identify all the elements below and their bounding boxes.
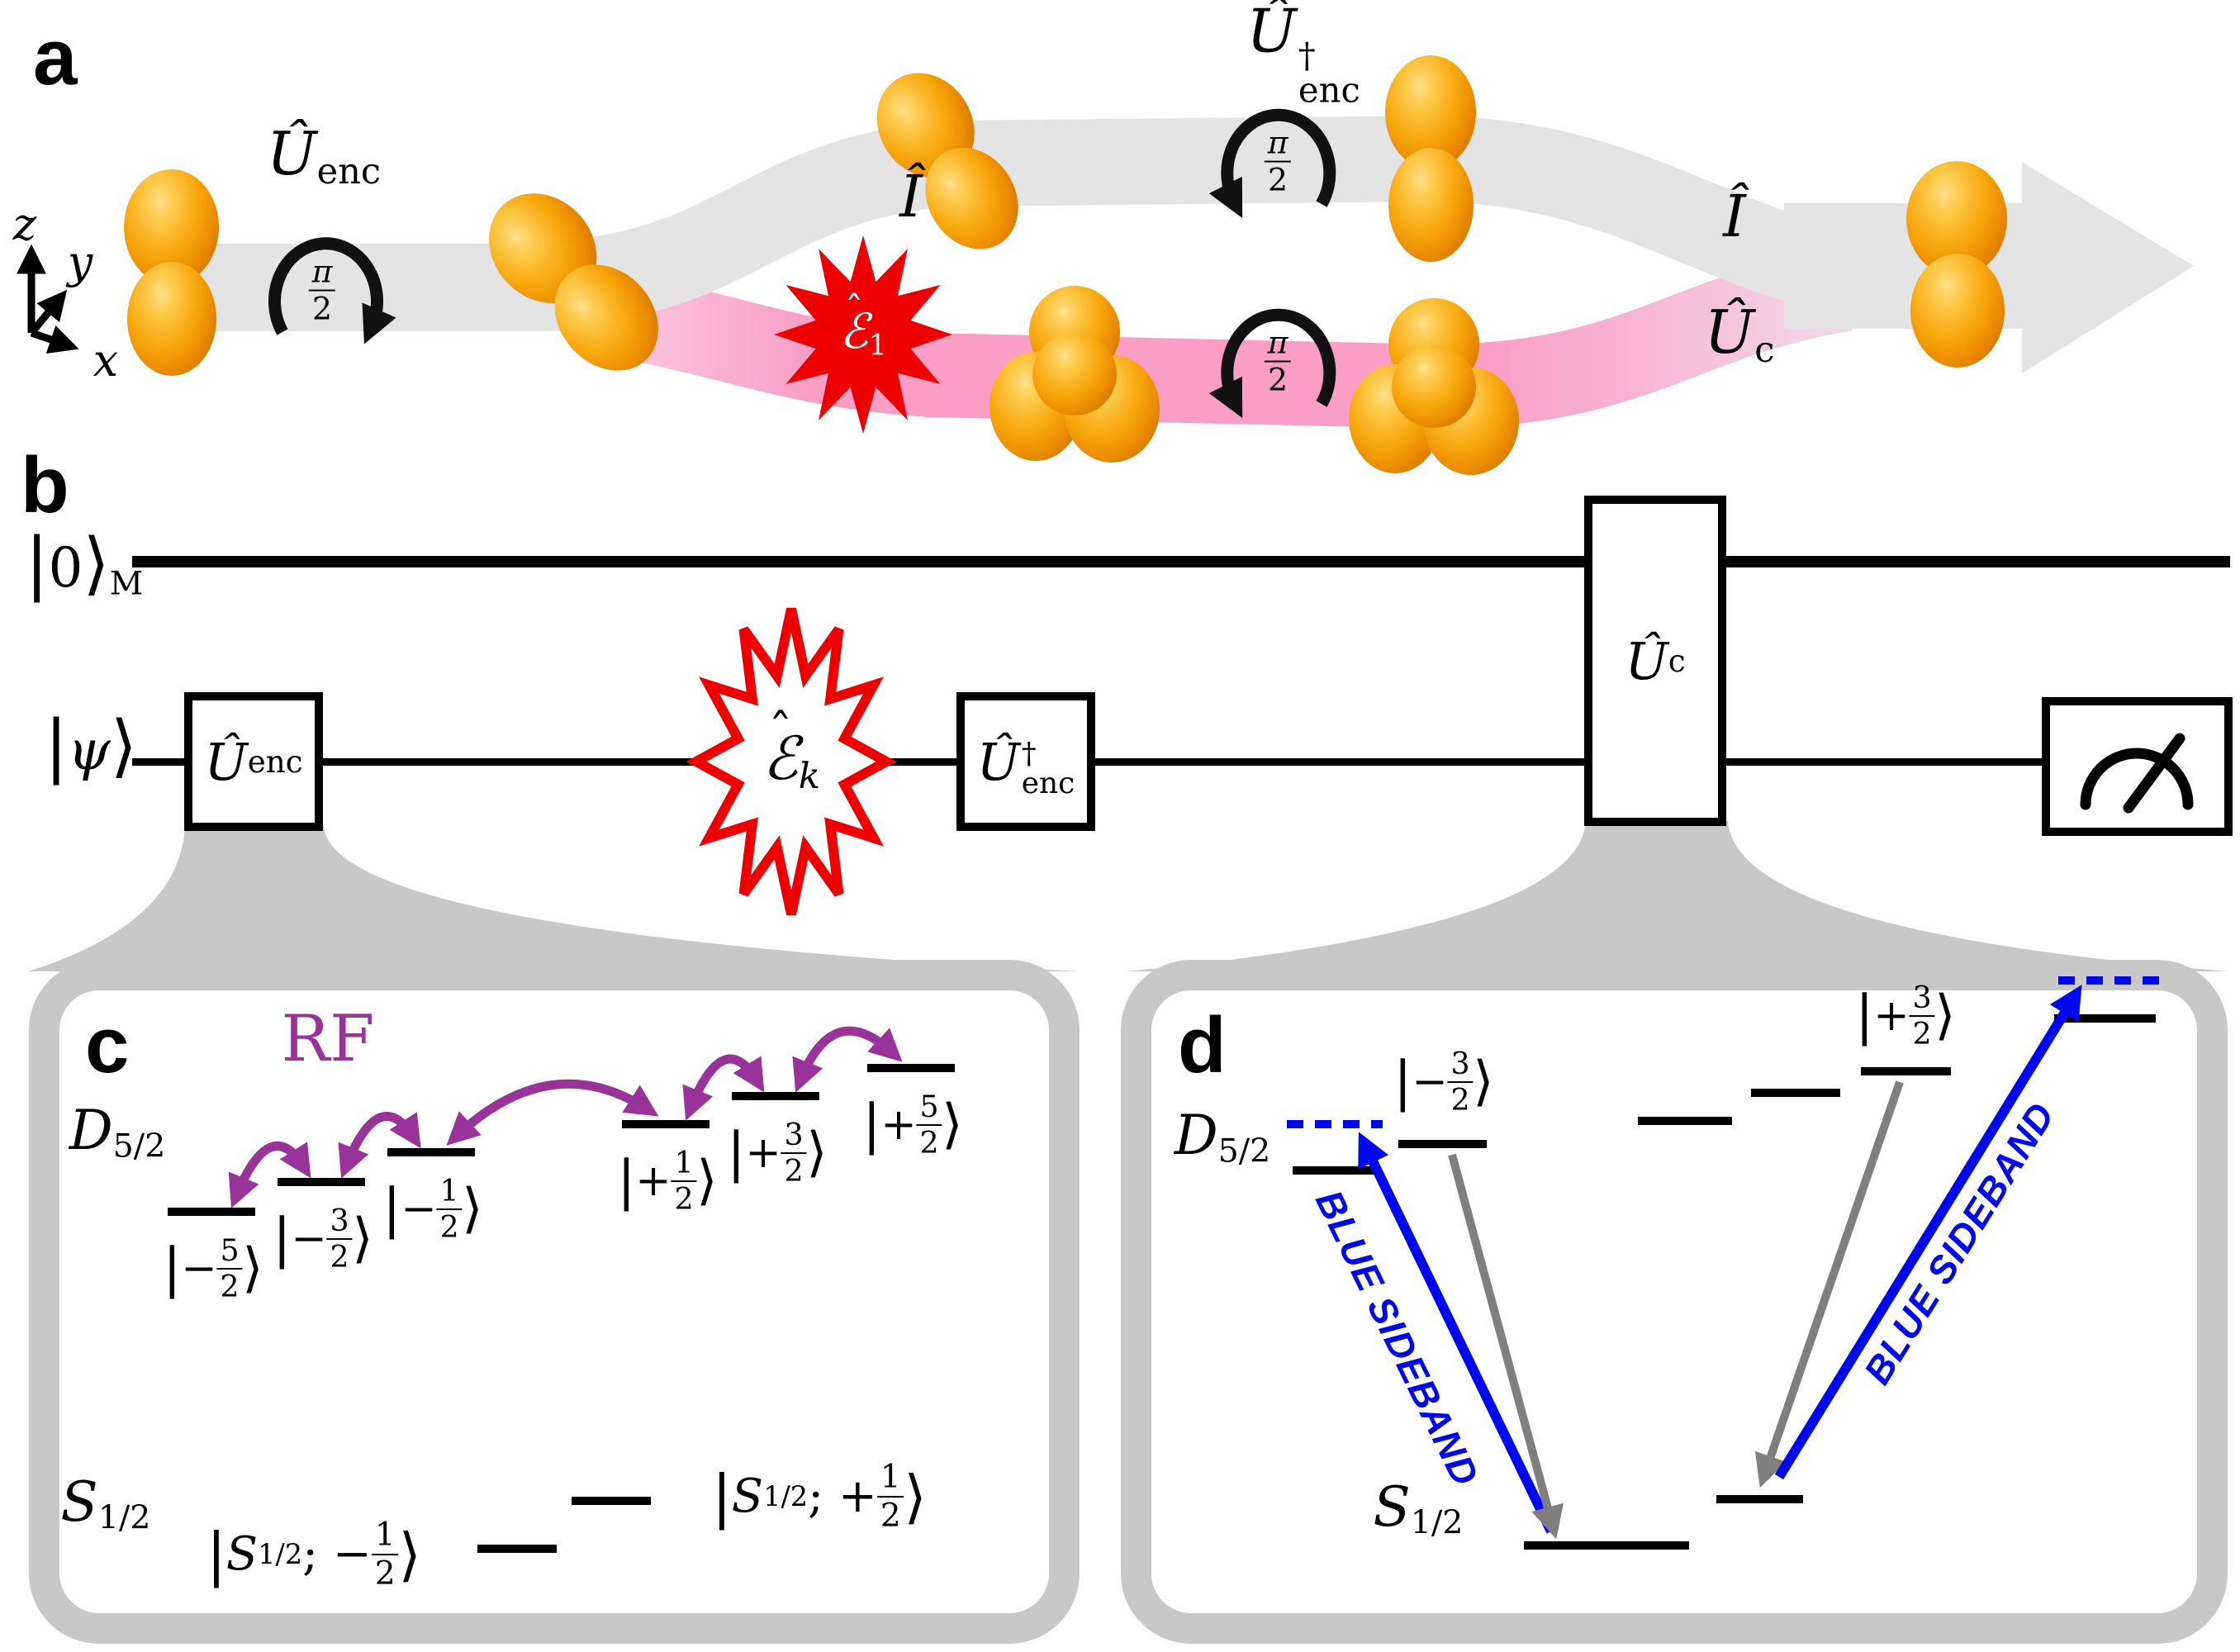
blue-sideband-arrow-right <box>1774 985 2082 1480</box>
spin-state-blob-initial <box>124 169 219 376</box>
error-star-a-icon <box>774 235 952 434</box>
rotation-arrow-cw-icon <box>268 237 396 344</box>
energy-level-d-1 <box>1293 1166 1379 1175</box>
energy-level-d-3 <box>1638 1117 1732 1125</box>
identity-label-top: Î <box>899 163 923 230</box>
energy-level-c-m52 <box>168 1208 255 1216</box>
energy-level-d-4 <box>1751 1089 1840 1097</box>
energy-level-c-p32 <box>732 1092 819 1100</box>
s-manifold-label-c: S1/2 <box>60 1469 151 1537</box>
callout-funnel-d <box>1125 821 2228 971</box>
rotation-arrow-ccw-bottom-icon <box>1208 308 1336 419</box>
panel-d-label: d <box>1178 1001 1227 1089</box>
virtual-level-dashed-left <box>1287 1120 1383 1128</box>
energy-level-c-p52 <box>867 1064 955 1072</box>
carrier-arrow-right <box>1754 1080 1904 1488</box>
blue-sideband-arrow-left <box>1358 1132 1556 1534</box>
meter-icon <box>2080 733 2194 814</box>
coordinate-axes <box>17 244 79 354</box>
spin-state-blob-decoded-error <box>1349 298 1519 477</box>
spin-state-blob-error <box>989 286 1160 465</box>
energy-level-d-m32 <box>1398 1140 1487 1148</box>
u-enc-dagger-label-a: Û†enc <box>1246 0 1360 110</box>
carrier-arrow-left <box>1448 1153 1564 1540</box>
d-manifold-label-c: D5/2 <box>69 1098 166 1165</box>
measurement-box <box>2042 697 2233 836</box>
rf-label: RF <box>281 1002 375 1076</box>
energy-level-d-s-left <box>1524 1541 1689 1550</box>
energy-level-d-6 <box>2054 1014 2156 1023</box>
gray-identity-path <box>569 115 1858 325</box>
spin-state-blob-final <box>1906 161 2007 368</box>
panel-a-label: a <box>33 13 78 102</box>
rotation-arrow-ccw-top-icon <box>1208 108 1336 219</box>
identity-label-right: Î <box>1723 183 1746 250</box>
spin-wire-label: |ψ⟩ <box>45 705 137 786</box>
gate-u-enc-dagger-label: Û†enc <box>976 731 1075 800</box>
spin-state-blob-decoded-top <box>1385 55 1476 262</box>
panel-c-label: c <box>85 1001 130 1089</box>
gray-arrow-head <box>2022 162 2194 373</box>
s-manifold-label-d: S1/2 <box>1373 1474 1464 1542</box>
energy-level-c-s-p12 <box>572 1497 651 1505</box>
energy-level-d-s-right <box>1716 1495 1803 1503</box>
error-star-b-icon <box>686 607 897 916</box>
axis-x-label: x <box>93 335 119 387</box>
panel-d-box <box>1121 960 2228 1644</box>
energy-level-c-s-m12 <box>477 1545 557 1553</box>
panel-b-label: b <box>21 441 69 529</box>
energy-level-c-p12 <box>622 1120 709 1128</box>
rf-coupling-arcs <box>228 1026 903 1208</box>
axis-y-label: y <box>67 236 93 288</box>
u-c-label-a: Ûc <box>1704 297 1775 371</box>
axis-z-label: z <box>12 198 37 250</box>
motional-wire-label: |0⟩M <box>25 523 144 603</box>
virtual-level-dashed-right <box>2058 976 2166 985</box>
gate-u-enc-dagger: Û†enc <box>956 692 1095 831</box>
d-manifold-label-d: D5/2 <box>1174 1103 1271 1170</box>
energy-level-c-m12 <box>387 1148 475 1156</box>
energy-level-d-p32 <box>1861 1067 1951 1075</box>
panel-c-box <box>29 960 1080 1644</box>
callout-funnel-c <box>28 826 1079 971</box>
u-enc-label-a: Ûenc <box>266 119 382 192</box>
energy-level-c-m32 <box>278 1178 365 1186</box>
